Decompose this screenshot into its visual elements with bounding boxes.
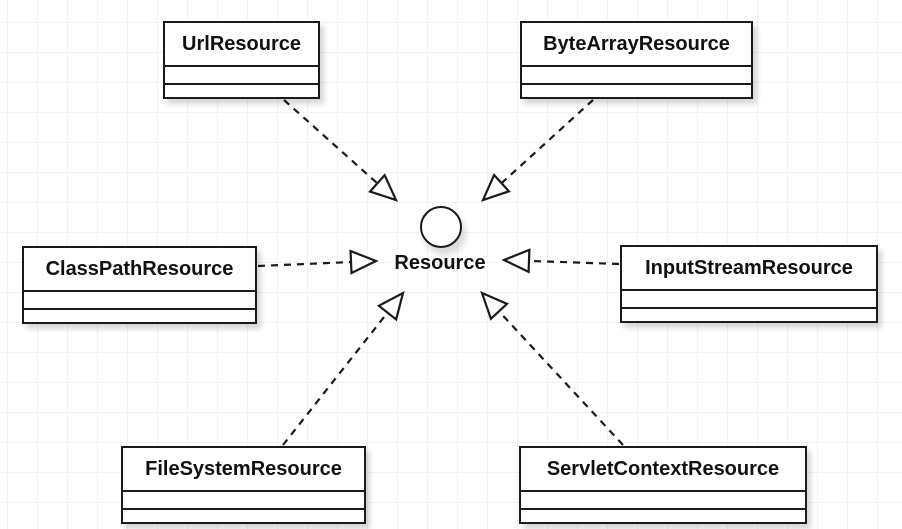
realization-arrow-classpathresource: [257, 249, 379, 275]
class-name: InputStreamResource: [645, 256, 853, 279]
realization-arrow-servletcontextresource: [480, 290, 624, 446]
realization-arrow-bytearrayresource: [480, 99, 594, 202]
fields-compartment: [522, 65, 751, 83]
class-name: ServletContextResource: [546, 457, 780, 480]
fields-compartment: [622, 289, 876, 307]
fields-compartment: [123, 490, 364, 508]
realization-arrow-urlresource: [283, 99, 399, 202]
class-name: ByteArrayResource: [543, 32, 730, 55]
class-box-urlresource: UrlResource: [163, 21, 320, 99]
methods-compartment: [622, 307, 876, 321]
realization-arrow-inputstreamresource: [501, 248, 620, 274]
realization-arrow-filesystemresource: [282, 290, 405, 446]
methods-compartment: [123, 508, 364, 522]
class-name: UrlResource: [182, 32, 301, 55]
class-box-filesystemresource: FileSystemResource: [121, 446, 366, 524]
methods-compartment: [522, 83, 751, 97]
fields-compartment: [165, 65, 318, 83]
methods-compartment: [521, 508, 805, 522]
class-box-servletcontextresource: ServletContextResource: [519, 446, 807, 524]
fields-compartment: [521, 490, 805, 508]
fields-compartment: [24, 290, 255, 308]
methods-compartment: [165, 83, 318, 97]
methods-compartment: [24, 308, 255, 322]
interface-name: Resource: [394, 252, 486, 274]
class-name: ClassPathResource: [45, 257, 234, 280]
class-box-classpathresource: ClassPathResource: [22, 246, 257, 324]
class-box-inputstreamresource: InputStreamResource: [620, 245, 878, 323]
class-box-bytearrayresource: ByteArrayResource: [520, 21, 753, 99]
interface-circle-icon: [420, 206, 462, 248]
class-name: FileSystemResource: [145, 457, 342, 480]
